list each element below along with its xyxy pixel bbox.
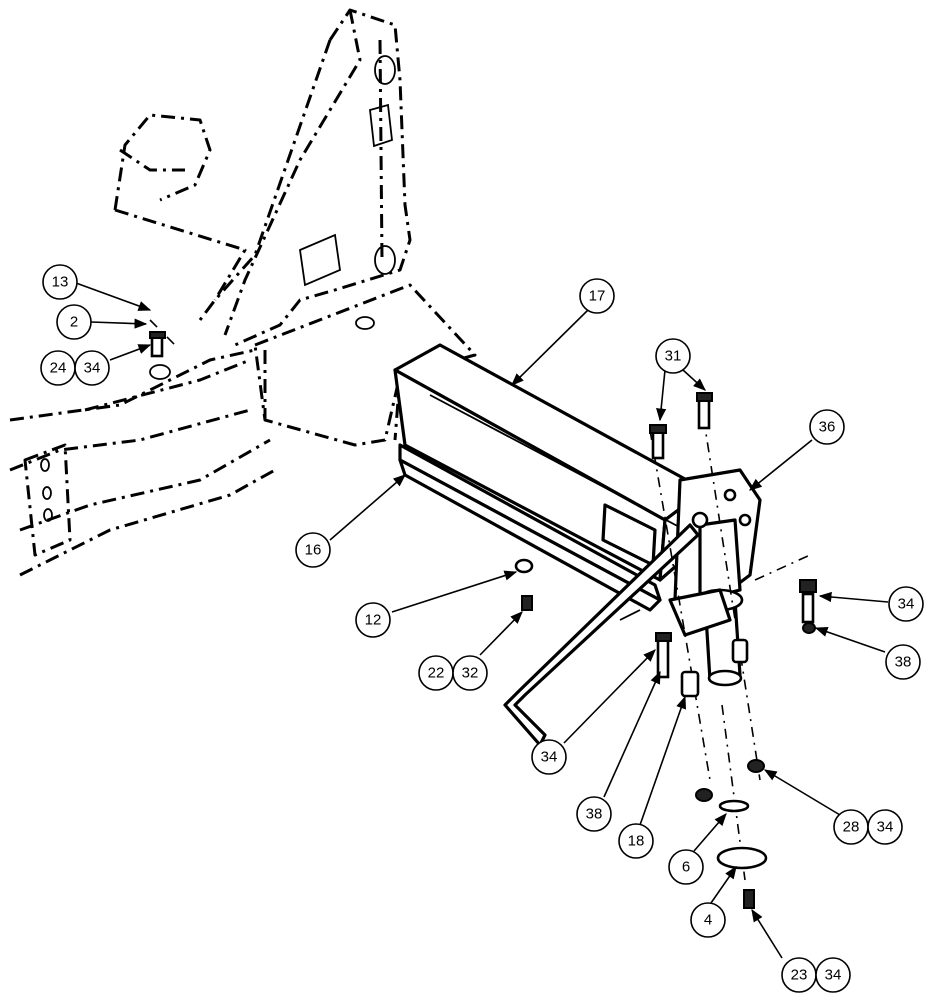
callout-6[interactable]: 6 <box>668 849 704 885</box>
callout-4[interactable]: 4 <box>690 902 726 938</box>
main-frame-phantom <box>9 8 477 577</box>
hardware <box>149 331 817 909</box>
callout-22[interactable]: 22 <box>418 655 454 691</box>
jack-assembly <box>503 468 762 747</box>
svg-text:23: 23 <box>791 967 808 984</box>
svg-text:12: 12 <box>365 612 382 629</box>
callout-24[interactable]: 24 <box>40 350 76 386</box>
callout-12[interactable]: 12 <box>355 602 391 638</box>
svg-text:24: 24 <box>50 360 67 377</box>
svg-text:34: 34 <box>541 749 558 766</box>
leader-lines <box>75 282 889 959</box>
callout-13[interactable]: 13 <box>42 264 78 300</box>
callout-36[interactable]: 36 <box>809 409 845 445</box>
callout-34-upper-left[interactable]: 34 <box>74 350 110 386</box>
svg-text:38: 38 <box>895 654 912 671</box>
svg-text:34: 34 <box>825 967 842 984</box>
svg-text:4: 4 <box>704 912 712 929</box>
svg-text:2: 2 <box>70 314 78 331</box>
callout-2[interactable]: 2 <box>56 304 92 340</box>
callout-18[interactable]: 18 <box>618 823 654 859</box>
callout-31[interactable]: 31 <box>655 338 691 374</box>
svg-text:22: 22 <box>428 665 445 682</box>
svg-text:18: 18 <box>628 833 645 850</box>
svg-text:38: 38 <box>586 806 603 823</box>
callout-34-lower[interactable]: 34 <box>531 739 567 775</box>
callout-17[interactable]: 17 <box>579 278 615 314</box>
callout-38-lower[interactable]: 38 <box>576 796 612 832</box>
callout-28[interactable]: 28 <box>833 809 869 845</box>
svg-text:6: 6 <box>682 859 690 876</box>
callout-16[interactable]: 16 <box>295 532 331 568</box>
svg-text:31: 31 <box>665 348 682 365</box>
svg-text:32: 32 <box>462 665 479 682</box>
svg-text:34: 34 <box>84 360 101 377</box>
svg-text:28: 28 <box>843 819 860 836</box>
svg-text:36: 36 <box>819 419 836 436</box>
callout-34-23[interactable]: 34 <box>815 957 851 993</box>
svg-text:16: 16 <box>305 542 322 559</box>
callout-38-right[interactable]: 38 <box>885 644 921 680</box>
svg-text:13: 13 <box>52 274 69 291</box>
callout-32[interactable]: 32 <box>452 655 488 691</box>
callout-34-right[interactable]: 34 <box>888 586 924 622</box>
svg-text:34: 34 <box>877 819 894 836</box>
tongue-assembly <box>393 343 707 612</box>
svg-text:34: 34 <box>898 596 915 613</box>
callout-23[interactable]: 23 <box>781 957 817 993</box>
callout-34-28[interactable]: 34 <box>867 809 903 845</box>
svg-text:17: 17 <box>589 288 606 305</box>
